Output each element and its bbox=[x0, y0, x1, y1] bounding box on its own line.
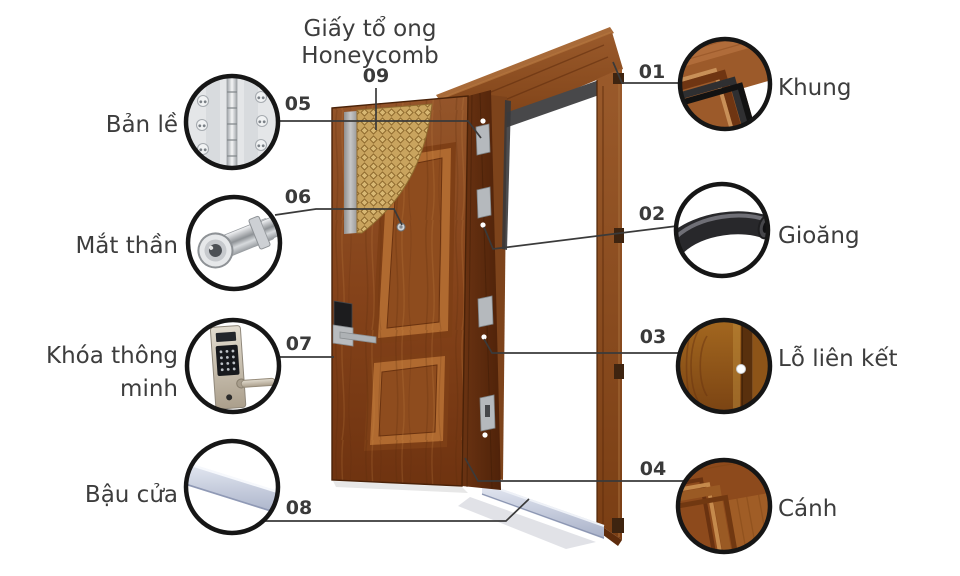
title-honeycomb-line2: Honeycomb bbox=[301, 43, 438, 69]
label-hinge: Bản lề bbox=[106, 112, 178, 138]
leader-04 bbox=[464, 457, 685, 482]
callout-gasket-ring bbox=[673, 181, 771, 279]
callout-smart-lock bbox=[184, 317, 282, 415]
callout-leaf-ring bbox=[675, 457, 773, 555]
label-smart-lock-line1: Khóa thông bbox=[46, 343, 178, 369]
label-peephole: Mắt thần bbox=[75, 232, 178, 259]
part-number-01: 01 bbox=[639, 61, 665, 83]
label-smart-lock-line2: minh bbox=[120, 376, 178, 402]
leaf-edge-lock-body bbox=[479, 394, 496, 432]
part-number-03: 03 bbox=[640, 326, 666, 348]
leaf-shadow bbox=[333, 481, 468, 493]
hinge-screw-holes bbox=[195, 90, 269, 156]
frame-header-highlight bbox=[439, 31, 613, 100]
callout-connection-hole bbox=[675, 317, 773, 415]
leader-03 bbox=[483, 338, 680, 354]
leader-06 bbox=[274, 208, 403, 226]
label-sill: Bậu cửa bbox=[85, 482, 178, 508]
callout-frame bbox=[677, 36, 773, 132]
callout-gasket bbox=[673, 181, 771, 279]
part-number-04: 04 bbox=[640, 458, 666, 480]
cutaway-steel-strip bbox=[344, 111, 357, 234]
leaf-edge-face bbox=[462, 90, 501, 490]
door-leaf-illustration bbox=[331, 90, 501, 493]
sill-shadow bbox=[458, 497, 596, 549]
part-number-02: 02 bbox=[639, 203, 665, 225]
smart-lock-illustration bbox=[209, 325, 276, 410]
leader-01 bbox=[612, 61, 680, 84]
leaf-outline bbox=[331, 95, 469, 487]
cutaway-honeycomb-core bbox=[356, 103, 433, 234]
callout-hinge-ring bbox=[183, 73, 281, 171]
leader-02 bbox=[483, 225, 678, 250]
part-number-06: 06 bbox=[285, 186, 311, 208]
labels: Giấy tổ ong Honeycomb 09 Bản lề 05 Mắt t… bbox=[46, 16, 898, 522]
leader-08 bbox=[263, 498, 530, 522]
sill-bar bbox=[482, 482, 604, 539]
part-number-07: 07 bbox=[286, 333, 312, 355]
callout-sill bbox=[183, 438, 281, 536]
connection-hole-dots bbox=[480, 118, 488, 438]
leaf-smart-lock bbox=[332, 300, 377, 347]
leaf-edge-hinges bbox=[475, 123, 494, 328]
label-connection-hole: Lỗ liên kết bbox=[778, 344, 898, 372]
door-sill-illustration bbox=[458, 482, 605, 549]
title-honeycomb-line1: Giấy tổ ong bbox=[304, 16, 437, 42]
jamb-gasket-strip bbox=[502, 100, 511, 250]
sill-illustration bbox=[186, 460, 278, 516]
callout-smart-lock-ring bbox=[184, 317, 282, 415]
label-frame: Khung bbox=[778, 75, 851, 101]
leader-lines bbox=[263, 61, 685, 522]
callout-hinge bbox=[183, 73, 281, 171]
frame-stile-notches bbox=[612, 73, 624, 533]
part-number-08: 08 bbox=[286, 497, 312, 519]
label-leaf: Cánh bbox=[778, 496, 837, 522]
label-gasket: Gioăng bbox=[778, 223, 860, 249]
sill-lower-edge bbox=[481, 493, 605, 539]
callout-leaf bbox=[675, 457, 773, 555]
part-number-05: 05 bbox=[285, 93, 311, 115]
part-number-09: 09 bbox=[363, 65, 389, 87]
callout-sill-ring bbox=[183, 438, 281, 536]
callout-connection-hole-ring bbox=[675, 317, 773, 415]
callout-frame-ring bbox=[677, 36, 773, 132]
callout-peephole-ring bbox=[185, 194, 283, 292]
hinge-illustration bbox=[186, 76, 278, 168]
sill-highlight bbox=[481, 482, 605, 527]
leader-05 bbox=[278, 120, 482, 139]
callout-peephole bbox=[185, 194, 283, 292]
peephole-illustration bbox=[197, 215, 280, 269]
